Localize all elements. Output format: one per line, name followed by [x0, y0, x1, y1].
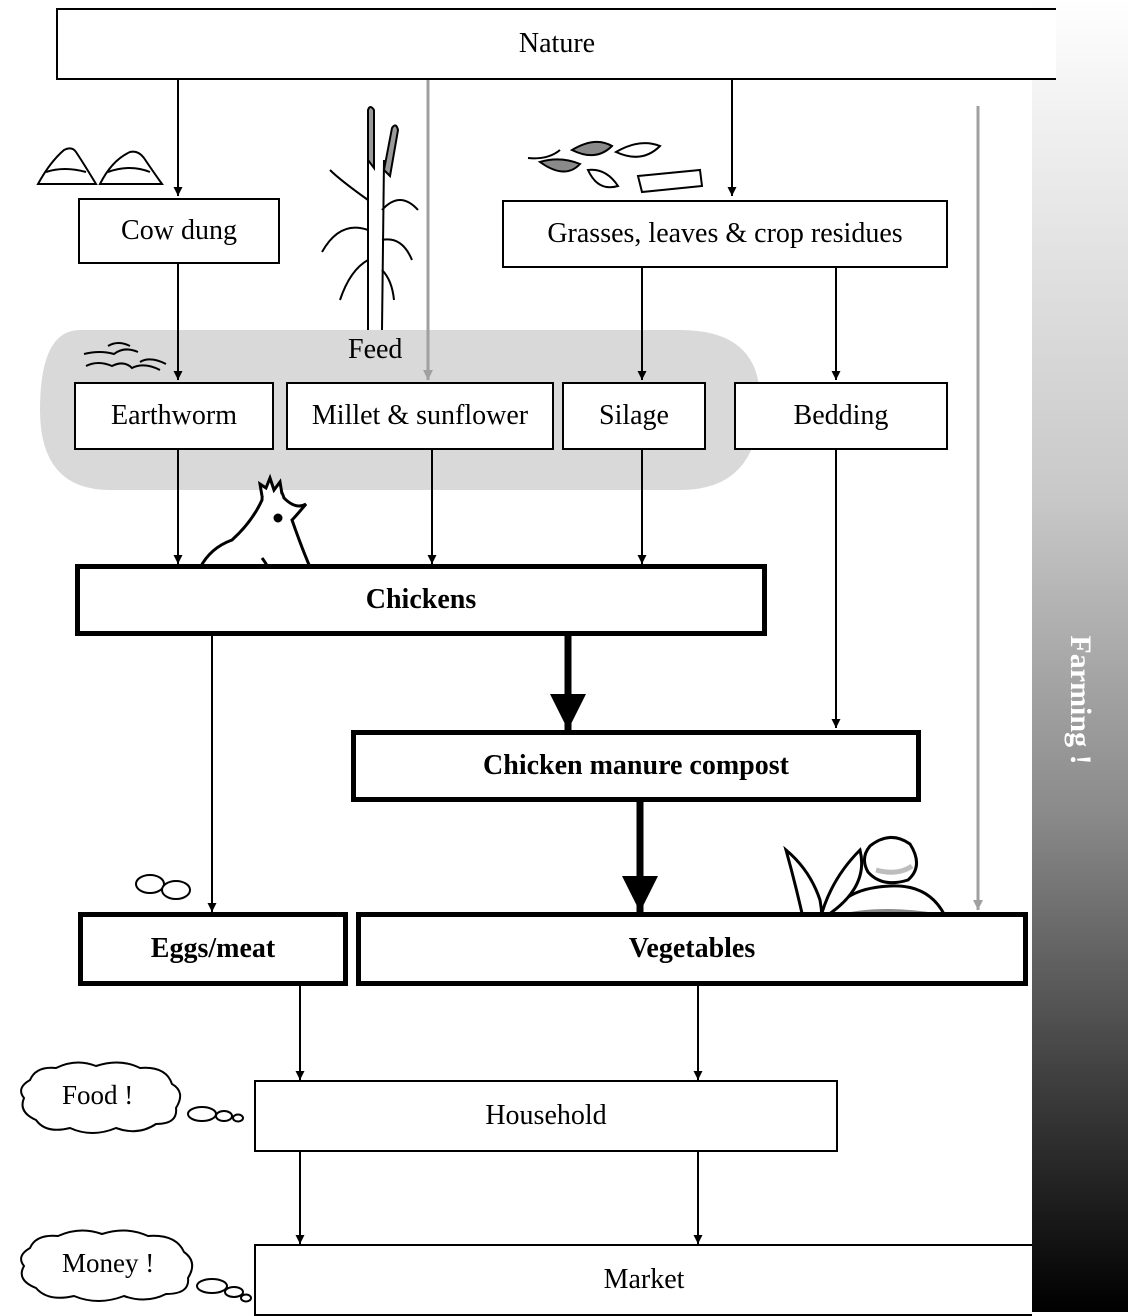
- money-thought-text: Money !: [62, 1248, 155, 1278]
- earthworm-box: Earthworm: [74, 382, 274, 450]
- household-box: Household: [254, 1080, 838, 1152]
- bedding-box: Bedding: [734, 382, 948, 450]
- chicken-manure-compost-box: Chicken manure compost: [351, 730, 921, 802]
- vegetables-box: Vegetables: [356, 912, 1028, 986]
- flow-arrows: [173, 80, 841, 1244]
- chickens-box: Chickens: [75, 564, 767, 636]
- compost-flow-arrows: [550, 634, 658, 912]
- food-thought-text: Food !: [62, 1080, 134, 1110]
- nature-box: Nature: [56, 8, 1056, 80]
- farming-gradient-bar: [1032, 0, 1128, 1312]
- millet-sunflower-box: Millet & sunflower: [286, 382, 554, 450]
- cow-dung-box: Cow dung: [78, 198, 280, 264]
- money-thought-cloud: [20, 1229, 252, 1303]
- grasses-leaves-box: Grasses, leaves & crop residues: [502, 200, 948, 268]
- leaves-icon: [527, 140, 704, 194]
- market-box: Market: [254, 1244, 1032, 1316]
- nature-direct-arrows: [423, 80, 983, 910]
- millet-plant-icon: [321, 106, 419, 331]
- feed-label: Feed: [348, 334, 403, 365]
- food-thought-cloud: [20, 1061, 244, 1134]
- eggs-icon: [135, 874, 191, 900]
- earthworm-icon: [83, 342, 167, 371]
- cow-dung-icon: [36, 147, 164, 185]
- eggs-meat-box: Eggs/meat: [78, 912, 348, 986]
- silage-box: Silage: [562, 382, 706, 450]
